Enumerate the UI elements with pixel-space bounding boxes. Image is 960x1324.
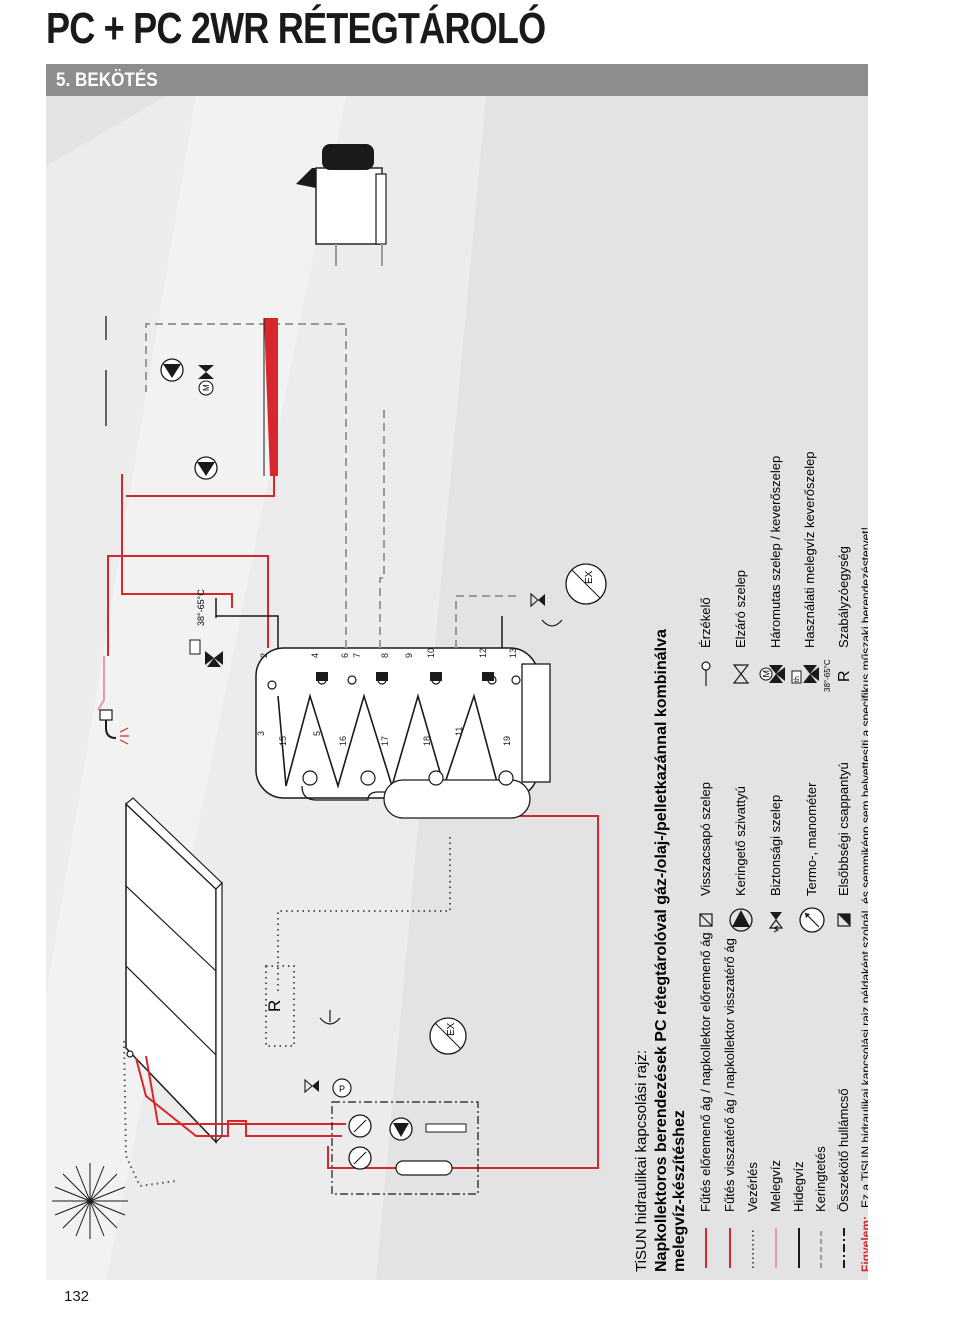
dhw-mixing-valve-icon: th 38°-65°C: [791, 659, 832, 692]
controller-icon: R: [836, 670, 853, 682]
legend-label: Melegvíz: [768, 1160, 783, 1212]
heating-distributor: [263, 318, 278, 476]
diagram-panel: TiSUN hidraulikai kapcsolási rajz: Napko…: [46, 96, 868, 1280]
air-separator-icon: [395, 1160, 453, 1176]
solar-collector: [125, 797, 223, 1144]
boiler-drain-icon: [541, 619, 563, 627]
mixing-valve-icon: M: [198, 365, 214, 396]
tank-port-number: 15: [278, 736, 288, 746]
caption-heading-2: melegvíz-készítéshez: [671, 1110, 688, 1272]
page-number: 132: [64, 1288, 90, 1305]
solar-station-box: [331, 1101, 479, 1195]
tank-port-number: 8: [380, 653, 390, 658]
gauge-icon: [799, 907, 825, 933]
page-title: PC + PC 2WR RÉTEGTÁROLÓ: [46, 4, 546, 53]
tank-port-number: 4: [310, 653, 320, 658]
tank-port-number: 3: [256, 731, 266, 736]
heat-exchanger-tube: [301, 770, 531, 819]
tank-port-number: 13: [508, 648, 518, 658]
solar-controller-box: [265, 965, 295, 1047]
pressure-label: P: [339, 1084, 345, 1094]
check-valve-icon: [699, 913, 713, 927]
tank-port-number: 2: [259, 653, 269, 658]
temp-range-label: 38°-65°C: [196, 589, 206, 626]
motor-label: M: [202, 384, 211, 391]
legend-label: Termo-, manométer: [804, 782, 819, 896]
tank-port-number: 17: [380, 736, 390, 746]
legend-symbols-a: Visszacsapó szelep Keringető szivattyú B…: [698, 762, 851, 933]
boiler-expansion-vessel: EX: [565, 563, 607, 605]
heating-pump-icon: [160, 358, 184, 382]
priority-flap-icon: [837, 913, 851, 927]
legend-label: Vezérlés: [745, 1162, 760, 1212]
shower-icon: [99, 709, 129, 745]
tank-port-numbers: 2 3 4 5 6 7 8 9 10 11 12 13 15 16 17 18 …: [256, 648, 518, 746]
heating-pump-icon: [194, 456, 218, 480]
safety-valve-icon: [768, 912, 784, 933]
solar-manometer-icon: [348, 1146, 372, 1170]
sun-icon: [52, 1163, 128, 1239]
storage-tank: [255, 647, 551, 799]
solar-drain-icon: [319, 1010, 341, 1025]
solar-safety-valve-icon: [304, 1078, 319, 1094]
tank-port-number: 11: [454, 727, 464, 736]
warning-text: Ez a TiSUN hidraulikai kapcsolási rajz p…: [859, 527, 868, 1208]
boiler-safety-valve-icon: [530, 592, 545, 608]
three-way-valve-icon: M: [759, 665, 785, 683]
motor-label: M: [762, 670, 772, 678]
solar-pump-icon: [389, 1117, 413, 1141]
tank-port-number: 6: [340, 653, 350, 658]
solar-expansion-vessel: EX: [429, 1017, 467, 1055]
sensor-icon: [701, 661, 711, 686]
legend-label: Elzáró szelep: [733, 570, 748, 648]
shutoff-valve-icon: [732, 664, 750, 684]
tank-port-number: 19: [502, 736, 512, 746]
solar-manometer-icon: [348, 1114, 372, 1138]
pump-icon: [729, 908, 753, 932]
legend-label: Szabályzóegység: [836, 546, 851, 648]
tank-port-number: 5: [312, 731, 322, 736]
tank-port-number: 18: [422, 736, 432, 746]
legend-label: Fűtés előremenő ág / napkollektor előrem…: [698, 932, 713, 1212]
thermo-label: th: [794, 676, 801, 682]
expansion-label: EX: [446, 1022, 457, 1036]
legend-label: Fűtés visszatérő ág / napkollektor vissz…: [722, 938, 737, 1212]
pressure-gauge-icon: P: [332, 1078, 352, 1098]
temp-range-label: 38°-65°C: [823, 659, 832, 692]
legend-symbols-b: Érzékelő Elzáró szelep M Háromutas szele…: [698, 451, 853, 692]
section-title: 5. BEKÖTÉS: [56, 70, 158, 91]
caption-intro: TiSUN hidraulikai kapcsolási rajz:: [633, 1050, 650, 1272]
legend-label: Összekötő hullámcső: [836, 1088, 851, 1212]
legend-label: Használati melegvíz keverőszelep: [802, 451, 817, 648]
legend-label: Hidegvíz: [791, 1161, 806, 1212]
legend-label: Biztonsági szelep: [768, 795, 783, 896]
tank-port-number: 9: [404, 653, 414, 658]
boiler: [296, 144, 387, 245]
legend-label: Keringető szivattyú: [733, 786, 748, 896]
legend-label: Keringtetés: [813, 1146, 828, 1212]
legend-label: Érzékelő: [698, 597, 713, 648]
expansion-label: EX: [584, 570, 595, 584]
tank-port-number: 7: [352, 653, 362, 658]
tank-port-number: 16: [338, 736, 348, 746]
section-header: 5. BEKÖTÉS: [46, 64, 868, 96]
tank-port-number: 12: [478, 648, 488, 658]
legend-label: Visszacsapó szelep: [698, 782, 713, 896]
caption-heading-1: Napkollektoros berendezések PC rétegtáro…: [653, 629, 670, 1272]
legend-label: Háromutas szelep / keverőszelep: [768, 456, 783, 648]
hydraulic-diagram: TiSUN hidraulikai kapcsolási rajz: Napko…: [46, 96, 868, 1280]
tank-port-number: 10: [426, 648, 436, 658]
solar-controller-label: R: [265, 1000, 284, 1012]
legend-lines: Fűtés előremenő ág / napkollektor előrem…: [698, 932, 851, 1268]
legend-label: Elsőbbségi csappantyú: [836, 762, 851, 896]
dhw-mixing-valve: 38°-65°C: [189, 589, 223, 667]
warning-label: Figyelem:: [859, 1216, 868, 1272]
flow-meter-icon: [425, 1123, 467, 1133]
